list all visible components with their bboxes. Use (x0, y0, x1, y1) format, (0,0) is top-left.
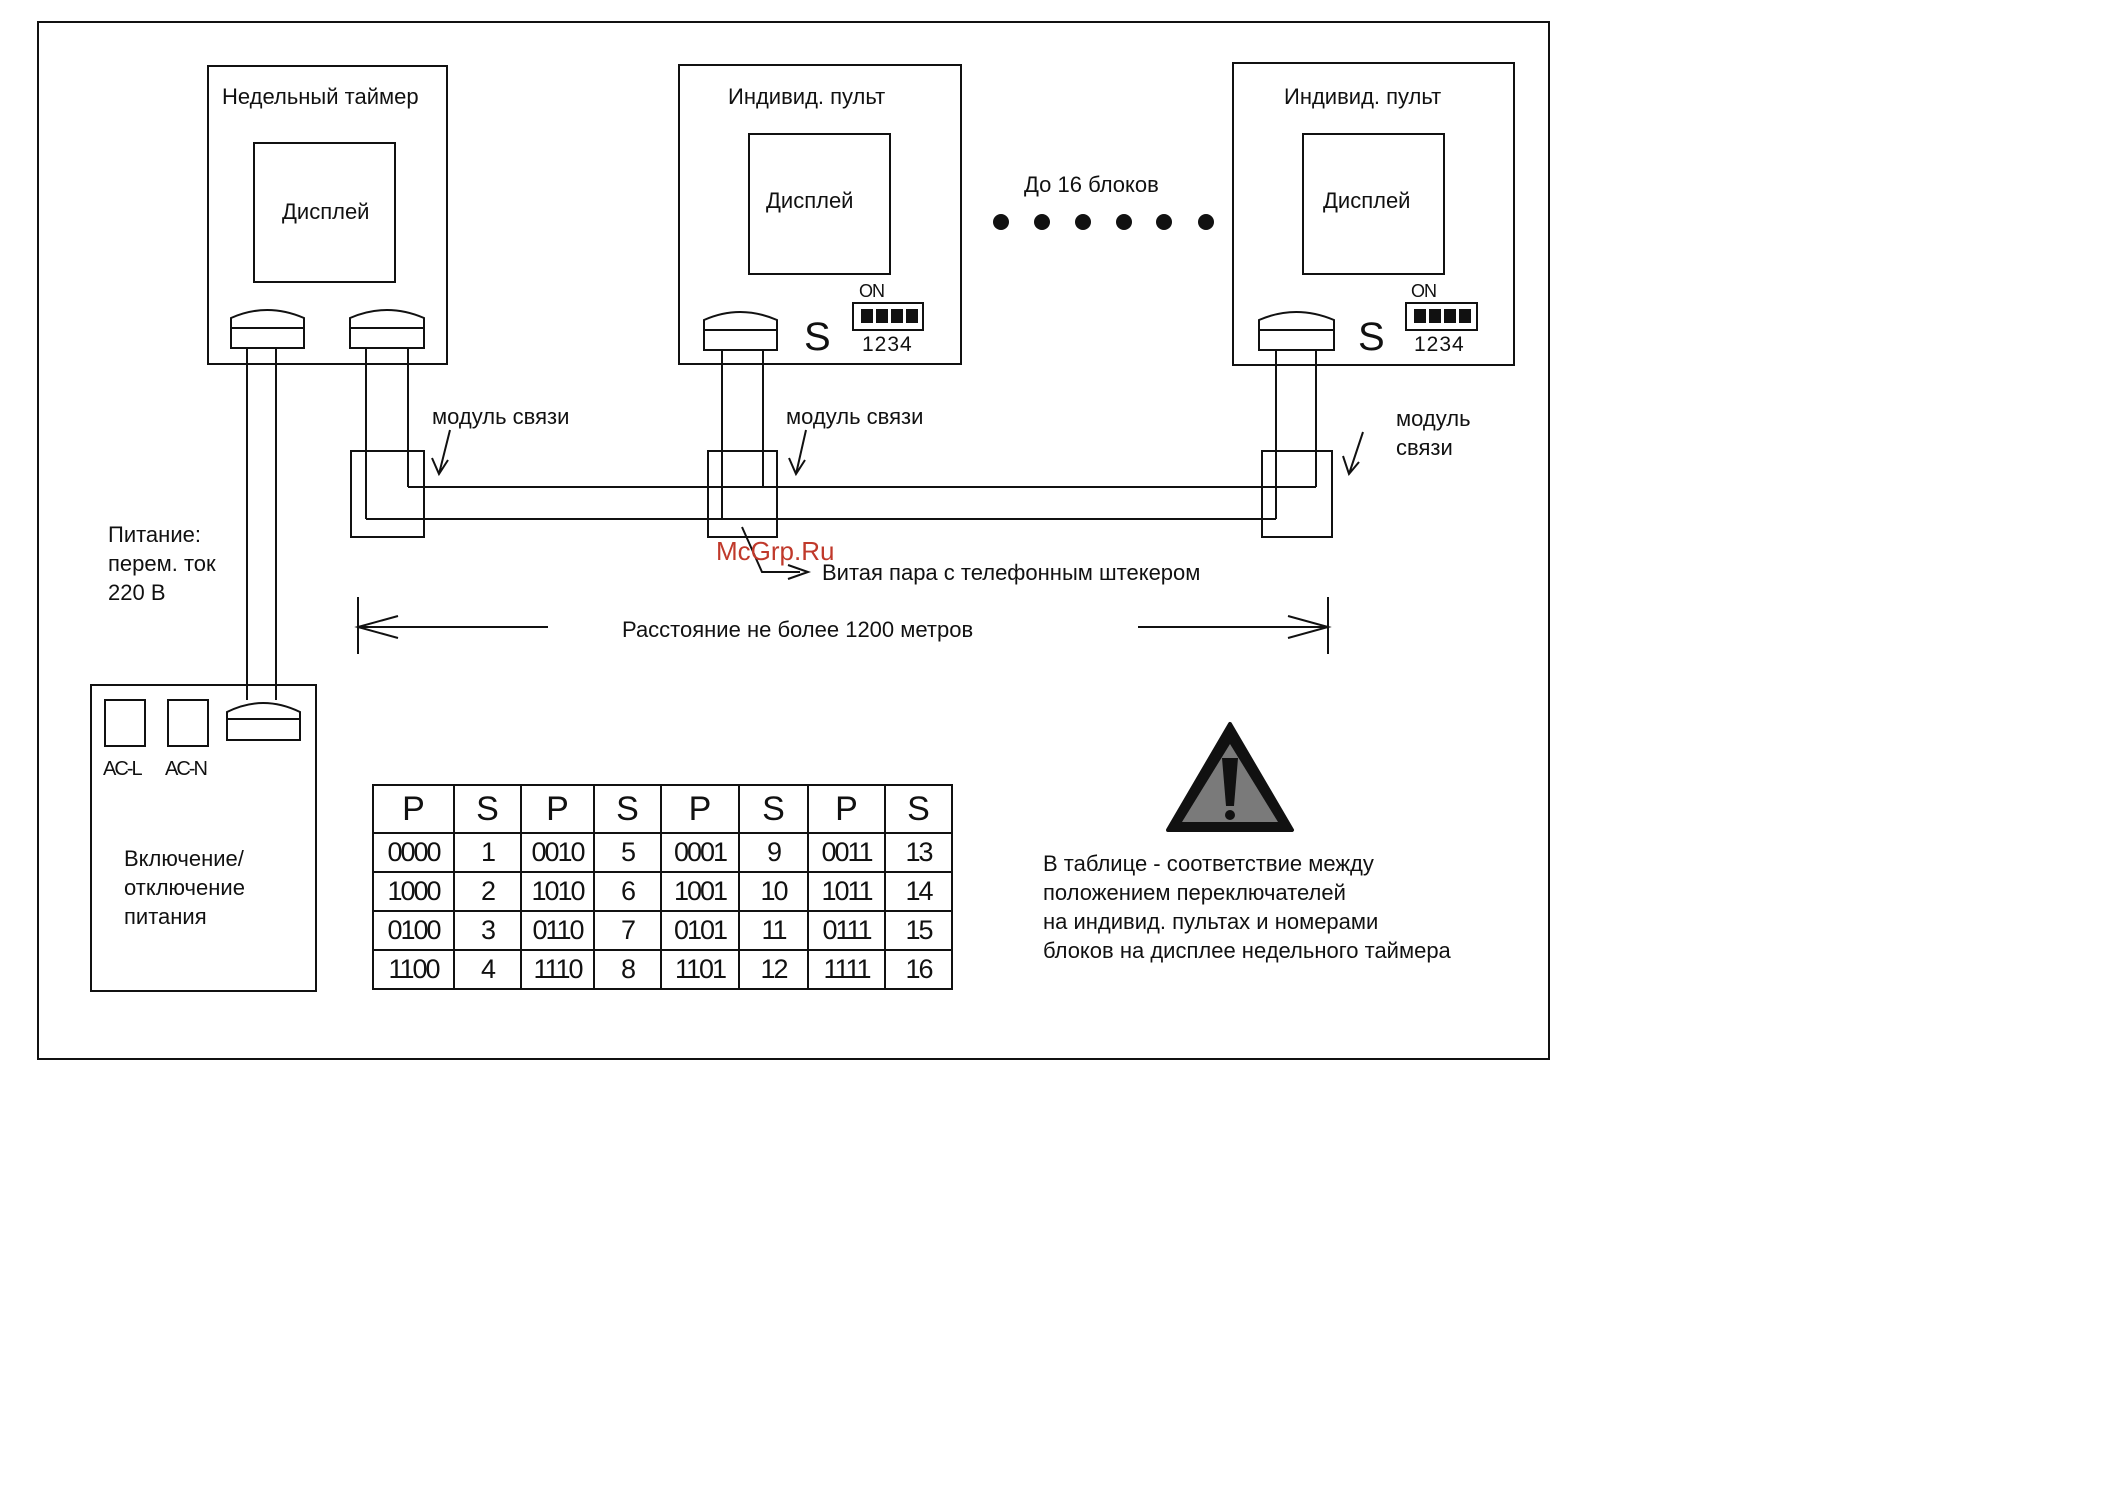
power-switch-label: Включение/ отключение питания (124, 846, 245, 929)
twisted-pair-label: Витая пара с телефонным штекером (822, 560, 1201, 585)
table-cell: 0100 (372, 910, 455, 951)
ac-l-terminal (104, 699, 146, 747)
table-header: P (520, 784, 595, 834)
remote-left-dip-numbers: 1234 (862, 333, 913, 356)
table-cell: 12 (738, 949, 809, 990)
remote-right-title: Индивид. пульт (1284, 84, 1442, 109)
watermark: McGrp.Ru (716, 536, 835, 566)
table-row: 1100 4 1110 8 1101 12 1111 16 (372, 949, 953, 990)
table-cell: 0101 (660, 910, 740, 951)
table-cell: 11 (738, 910, 809, 951)
remote-left-box (678, 64, 962, 365)
table-row: 0000 1 0010 5 0001 9 0011 13 (372, 832, 953, 873)
table-cell: 10 (738, 871, 809, 912)
table-cell: 1110 (520, 949, 595, 990)
comm-module (1261, 450, 1333, 538)
table-header: P (372, 784, 455, 834)
table-cell: 1 (453, 832, 522, 873)
connector-icon (230, 309, 305, 349)
table-cell: 14 (884, 871, 953, 912)
table-header-row: P S P S P S P S (372, 784, 953, 834)
comm-module (707, 450, 778, 538)
connector-icon (349, 309, 425, 349)
table-header: S (884, 784, 953, 834)
wiring-diagram (37, 21, 1550, 1060)
distance-label: Расстояние не более 1200 метров (622, 617, 974, 642)
dip-switch (852, 302, 924, 331)
table-cell: 0010 (520, 832, 595, 873)
table-cell: 9 (738, 832, 809, 873)
remote-left-display-label: Дисплей (766, 188, 854, 213)
table-note: В таблице - соответствие между положение… (1043, 851, 1451, 963)
table-row: 0100 3 0110 7 0101 11 0111 15 (372, 910, 953, 951)
table-header: P (807, 784, 886, 834)
table-cell: 2 (453, 871, 522, 912)
table-cell: 15 (884, 910, 953, 951)
switch-table: P S P S P S P S 0000 1 0010 5 0001 9 001… (372, 784, 953, 990)
table-cell: 3 (453, 910, 522, 951)
table-cell: 6 (593, 871, 662, 912)
table-cell: 0011 (807, 832, 886, 873)
timer-display-label: Дисплей (282, 199, 370, 224)
table-header: S (593, 784, 662, 834)
table-cell: 0111 (807, 910, 886, 951)
table-cell: 4 (453, 949, 522, 990)
remote-right-s: S (1358, 315, 1385, 359)
power-note: Питание: перем. ток 220 В (108, 522, 216, 605)
table-cell: 1000 (372, 871, 455, 912)
ac-l-label: AC-L (103, 758, 143, 780)
power-box (90, 684, 317, 992)
connector-icon (703, 311, 778, 351)
ac-n-terminal (167, 699, 209, 747)
table-cell: 7 (593, 910, 662, 951)
remote-left-s: S (804, 315, 831, 359)
warning-triangle-icon (1166, 722, 1294, 832)
table-cell: 1001 (660, 871, 740, 912)
timer-display (253, 142, 396, 283)
connector-icon (1258, 311, 1335, 351)
table-cell: 1100 (372, 949, 455, 990)
table-cell: 1101 (660, 949, 740, 990)
dip-levers (861, 309, 1471, 323)
module-label: модуль связи (432, 404, 570, 429)
table-cell: 1011 (807, 871, 886, 912)
timer-title: Недельный таймер (222, 84, 419, 109)
module-label: модуль связи (786, 404, 924, 429)
table-header: P (660, 784, 740, 834)
remote-right-on: ON (1411, 281, 1437, 301)
dip-switch (1405, 302, 1478, 331)
table-cell: 13 (884, 832, 953, 873)
outer-frame (37, 21, 1550, 1060)
timer-box (207, 65, 448, 365)
connector-icon (226, 702, 301, 741)
remote-right-box (1232, 62, 1515, 366)
table-cell: 0000 (372, 832, 455, 873)
table-header: S (453, 784, 522, 834)
up-to-16-label: До 16 блоков (1024, 172, 1159, 197)
table-cell: 0001 (660, 832, 740, 873)
table-cell: 0110 (520, 910, 595, 951)
comm-module (350, 450, 425, 538)
ac-n-label: AC-N (165, 758, 208, 780)
remote-left-on: ON (859, 281, 885, 301)
table-cell: 8 (593, 949, 662, 990)
table-cell: 1111 (807, 949, 886, 990)
remote-left-display (748, 133, 891, 275)
table-row: 1000 2 1010 6 1001 10 1011 14 (372, 871, 953, 912)
remote-right-display (1302, 133, 1445, 275)
remote-left-title: Индивид. пульт (728, 84, 886, 109)
remote-right-display-label: Дисплей (1323, 188, 1411, 213)
table-cell: 16 (884, 949, 953, 990)
ellipsis-dots-icon (993, 214, 1214, 230)
table-cell: 5 (593, 832, 662, 873)
remote-right-dip-numbers: 1234 (1414, 333, 1465, 356)
table-cell: 1010 (520, 871, 595, 912)
table-header: S (738, 784, 809, 834)
module-label: модуль связи (1396, 406, 1471, 460)
